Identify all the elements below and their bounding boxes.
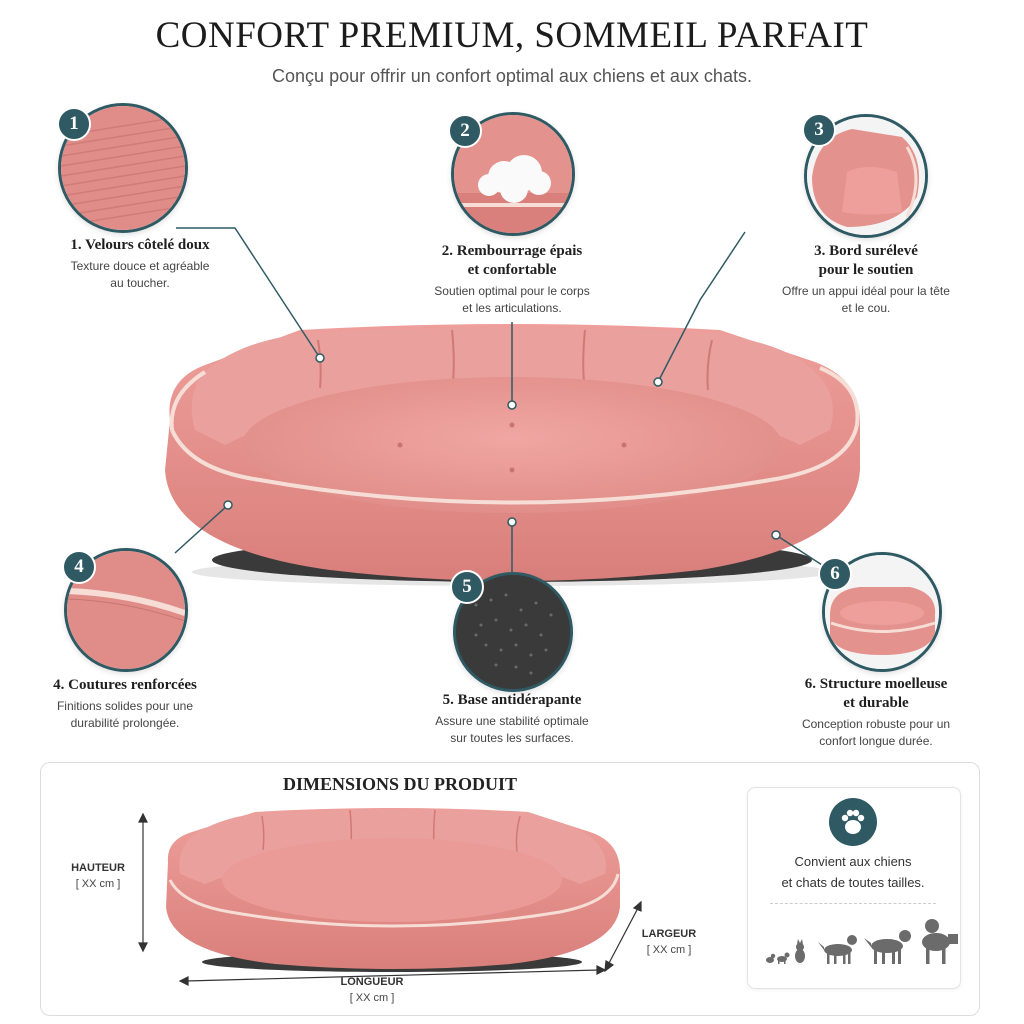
feature-3-desc-line2: et le cou. [841, 301, 891, 315]
feature-3: 3. Bord surélevé pour le soutien Offre u… [752, 242, 980, 317]
feature-5-title: 5. Base antidérapante [442, 692, 582, 708]
detail-circle-raised-edge [804, 114, 928, 238]
bed-cushion [242, 377, 782, 513]
feature-6-title-line2: et durable [843, 695, 909, 711]
main-illustration [165, 227, 861, 586]
suitability-line1: Convient aux chiens [794, 854, 912, 869]
cushion-tufts [397, 422, 627, 473]
dimensions-illustration [138, 808, 642, 986]
feature-badge-6: 6 [818, 557, 852, 591]
detail-circle-filling [451, 112, 575, 236]
length-value: [ XX cm ] [349, 992, 395, 1004]
feature-2-title-line2: et confortable [467, 262, 557, 278]
feature-6-desc-line2: confort longue durée. [819, 734, 933, 748]
filling-fluff [478, 155, 551, 203]
width-value: [ XX cm ] [646, 944, 692, 956]
feature-4: 4. Coutures renforcées Finitions solides… [10, 676, 240, 732]
feature-badge-5: 5 [450, 570, 484, 604]
height-arrow [138, 812, 148, 953]
feature-3-desc-line1: Offre un appui idéal pour la tête [782, 284, 950, 298]
height-dimension: HAUTEUR [ XX cm ] [58, 862, 138, 890]
feature-3-title-line1: 3. Bord surélevé [814, 243, 918, 259]
suitability-line2: et chats de toutes tailles. [781, 875, 925, 890]
extra-large-dog-icon [922, 919, 958, 964]
height-value: [ XX cm ] [75, 878, 121, 890]
feature-1-desc-line2: au toucher. [110, 276, 170, 290]
feature-6-title-line1: 6. Structure moelleuse [804, 676, 948, 692]
length-arrow [178, 965, 607, 986]
feature-1-desc-line1: Texture douce et agréable [70, 259, 210, 273]
feature-badge-1: 1 [57, 107, 91, 141]
feature-badge-4: 4 [62, 550, 96, 584]
feature-2-title-line1: 2. Rembourrage épais [441, 243, 583, 259]
connector-lines [174, 227, 823, 575]
small-cat-icon [766, 953, 776, 963]
feature-5-desc-line2: sur toutes les surfaces. [450, 731, 574, 745]
dimensions-title: DIMENSIONS DU PRODUIT [282, 774, 518, 794]
cat-icon [795, 939, 805, 963]
width-label: LARGEUR [641, 928, 697, 940]
height-label: HAUTEUR [71, 862, 125, 874]
feature-6: 6. Structure moelleuse et durable Concep… [760, 675, 992, 750]
feature-2-desc-line1: Soutien optimal pour le corps [434, 284, 590, 298]
width-dimension: LARGEUR [ XX cm ] [628, 928, 710, 956]
feature-1-title: 1. Velours côtelé doux [70, 237, 210, 253]
large-dog-icon [864, 930, 911, 964]
bed-piping [170, 424, 859, 505]
feature-5-desc-line1: Assure une stabilité optimale [435, 714, 589, 728]
feature-badge-3: 3 [802, 113, 836, 147]
feature-badge-2: 2 [448, 114, 482, 148]
feature-1: 1. Velours côtelé doux Texture douce et … [20, 236, 260, 292]
feature-2: 2. Rembourrage épais et confortable Sout… [392, 242, 632, 317]
small-dog-icon [777, 952, 790, 964]
pet-size-silhouettes [766, 919, 958, 964]
medium-dog-icon [818, 935, 857, 964]
feature-6-desc-line1: Conception robuste pour un [801, 717, 951, 731]
feature-4-desc-line1: Finitions solides pour une [56, 699, 194, 713]
length-dimension: LONGUEUR [ XX cm ] [322, 976, 422, 1004]
page-title: CONFORT PREMIUM, SOMMEIL PARFAIT [155, 15, 869, 56]
feature-5: 5. Base antidérapante Assure une stabili… [392, 691, 632, 747]
card-divider [770, 903, 936, 904]
feature-4-desc-line2: durabilité prolongée. [70, 716, 180, 730]
feature-2-desc-line2: et les articulations. [462, 301, 562, 315]
length-label: LONGUEUR [340, 976, 404, 988]
feature-3-title-line2: pour le soutien [818, 262, 914, 278]
feature-4-title: 4. Coutures renforcées [53, 677, 197, 693]
width-arrow [604, 900, 642, 973]
paw-icon [829, 798, 877, 846]
page-subtitle: Conçu pour offrir un confort optimal aux… [272, 66, 752, 86]
